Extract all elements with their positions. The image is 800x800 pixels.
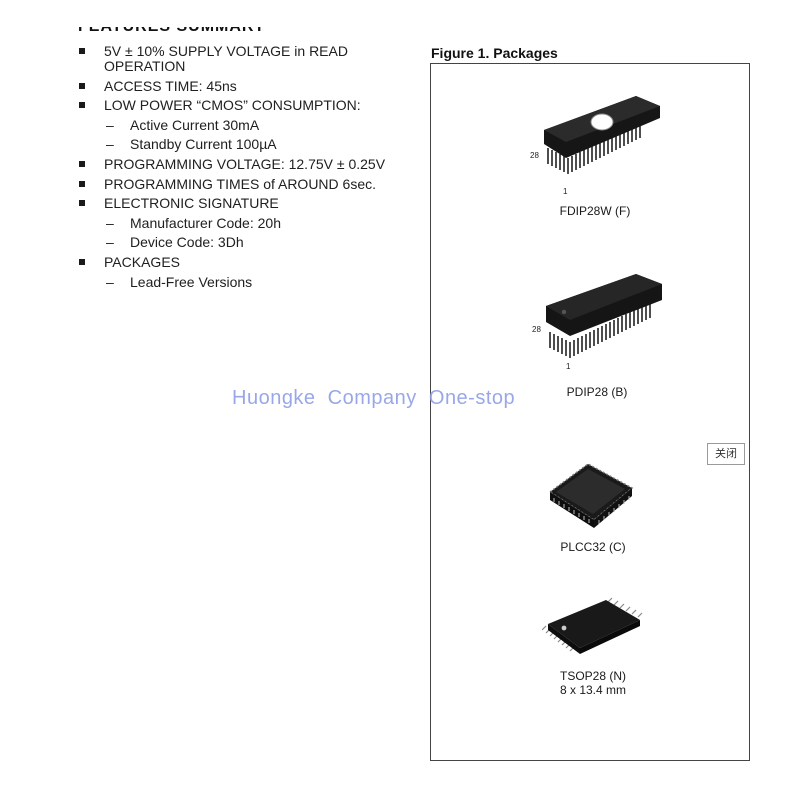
feature-subitem: –Device Code: 3Dh [104,235,394,250]
feature-item-low-power: LOW POWER “CMOS” CONSUMPTION: –Active Cu… [74,98,394,152]
square-bullet-icon [79,160,85,167]
dash-mark: – [106,136,114,153]
square-bullet-icon [79,82,85,89]
feature-item-access-time: ACCESS TIME: 45ns [74,77,394,94]
feature-text: PACKAGES [104,253,180,270]
feature-subitem-text: Active Current 30mA [130,116,260,133]
feature-item-programming-voltage: PROGRAMMING VOLTAGE: 12.75V ± 0.25V [74,155,394,172]
watermark-text: Huongke Company One-stop [232,387,516,409]
feature-subitem: –Active Current 30mA [104,116,394,133]
feature-text: ACCESS TIME: 45ns [104,77,237,94]
fdip28w-chip-icon [536,92,666,192]
features-heading: FEATURES SUMMARY [78,18,266,35]
pin-1-marker: 1 [563,187,568,196]
feature-item-supply-voltage: 5V ± 10% SUPPLY VOLTAGE in READ OPERATIO… [74,44,394,74]
feature-sublist: –Manufacturer Code: 20h –Device Code: 3D… [104,214,394,251]
square-bullet-icon [79,200,85,207]
feature-subitem-text: Manufacturer Code: 20h [130,214,281,231]
square-bullet-icon [79,102,85,109]
square-bullet-icon [79,180,85,187]
package-label: FDIP28W (F) [559,204,631,218]
feature-text: LOW POWER “CMOS” CONSUMPTION: [104,97,361,114]
dash-mark: – [106,234,114,251]
features-list: 5V ± 10% SUPPLY VOLTAGE in READ OPERATIO… [74,44,394,294]
square-bullet-icon [79,48,85,54]
feature-subitem-text: Device Code: 3Dh [130,234,244,251]
feature-text: 5V ± 10% SUPPLY VOLTAGE in READ OPERATIO… [104,43,348,74]
close-button[interactable]: 关闭 [707,443,745,465]
feature-sublist: –Lead-Free Versions [104,273,394,290]
figure-frame [430,63,750,761]
feature-text: PROGRAMMING VOLTAGE: 12.75V ± 0.25V [104,155,386,172]
feature-item-electronic-signature: ELECTRONIC SIGNATURE –Manufacturer Code:… [74,196,394,250]
feature-subitem-text: Lead-Free Versions [130,273,253,290]
feature-sublist: –Active Current 30mA –Standby Current 10… [104,116,394,153]
feature-subitem-text: Standby Current 100µA [130,136,277,153]
package-label: TSOP28 (N) [559,669,626,683]
tsop28-chip-icon [542,594,646,664]
feature-subitem: –Lead-Free Versions [104,273,394,290]
feature-item-programming-times: PROGRAMMING TIMES of AROUND 6sec. [74,175,394,192]
package-label: PDIP28 (B) [566,385,628,399]
package-label: PLCC32 (C) [560,540,626,554]
pin-1-marker: 1 [566,362,571,371]
dash-mark: – [106,116,114,133]
plcc32-chip-icon [546,458,636,538]
package-dimension: 8 x 13.4 mm [559,683,627,697]
feature-text: ELECTRONIC SIGNATURE [104,195,279,212]
feature-text: PROGRAMMING TIMES of AROUND 6sec. [104,175,377,192]
figure-title: Figure 1. Packages [431,45,558,61]
pdip28-chip-icon [538,272,668,372]
feature-subitem: –Standby Current 100µA [104,137,394,152]
square-bullet-icon [79,258,85,265]
feature-item-packages: PACKAGES –Lead-Free Versions [74,253,394,290]
pin-28-marker: 28 [532,325,541,334]
feature-subitem: –Manufacturer Code: 20h [104,214,394,231]
dash-mark: – [106,214,114,231]
pin-28-marker: 28 [530,151,539,160]
dash-mark: – [106,273,114,290]
